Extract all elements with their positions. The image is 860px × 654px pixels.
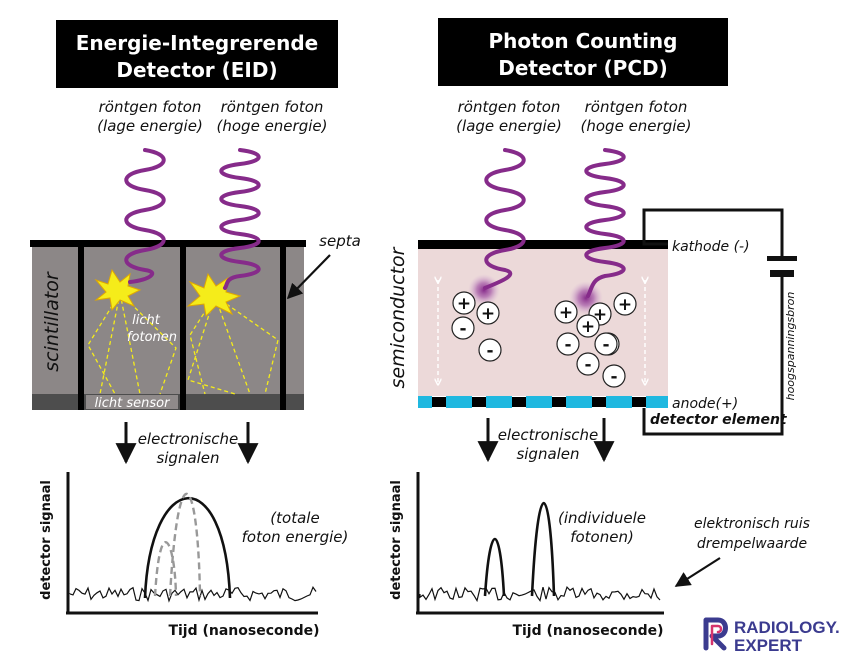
circuit-wire-bottom (642, 276, 784, 436)
negative-charge: - (459, 319, 466, 339)
septum (180, 244, 186, 410)
pcd-signals-label-line1: electronische (498, 426, 599, 444)
charge-carrier (451, 316, 475, 340)
eid-title-line1: Energie-Integrerende (76, 31, 318, 55)
charge-carrier (576, 352, 600, 376)
pcd-signals-label-line2: signalen (516, 445, 579, 463)
logo-r-icon (703, 617, 728, 651)
eid-note-line2: foton energie) (242, 528, 349, 546)
pcd-graph-x-label: Tijd (nanoseconde) (512, 623, 663, 639)
positive-charge: + (481, 304, 495, 324)
xray-photon-high-wave (219, 148, 261, 290)
eid-panel: Energie-Integrerende Detector (EID) rönt… (30, 20, 361, 639)
charge-carrier (452, 291, 476, 315)
septa-pointer-arrow (286, 254, 331, 300)
scintillator-block (32, 244, 304, 410)
positive-charge: + (559, 303, 573, 323)
positive-charge: + (581, 317, 595, 337)
septum (280, 244, 286, 410)
pcd-title-box (438, 18, 728, 86)
logo-line2: EXPERT (734, 636, 803, 654)
logo-r-accent-icon (710, 624, 723, 646)
pcd-panel: Photon Counting Detector (PCD) röntgen f… (387, 18, 810, 639)
pcd-photon-high-label-line2: (hoge energie) (581, 117, 692, 135)
eid-total-energy-curve (143, 497, 232, 599)
charge-carrier (594, 332, 618, 356)
noise-threshold-arrow (674, 557, 721, 587)
pcd-photon-low-label-line2: (lage energie) (456, 117, 562, 135)
eid-photon-low-label-line2: (lage energie) (97, 117, 203, 135)
noise-threshold-label-line2: drempelwaarde (697, 536, 807, 552)
anode-detector-elements (418, 396, 668, 408)
eid-signals-label-line1: electronische (138, 430, 239, 448)
pcd-xray-photon-low-wave (483, 148, 526, 290)
battery-plate-short (770, 270, 794, 277)
septa-label: septa (319, 232, 361, 250)
eid-note-line1: (totale (270, 509, 319, 527)
eid-photon-high-label-line2: (hoge energie) (217, 117, 328, 135)
pcd-low-photon-pulse (483, 538, 506, 597)
charge-carriers-low: ++-- (451, 291, 502, 362)
light-flash-low (94, 268, 142, 312)
light-photons-label-line1: licht (132, 313, 161, 328)
negative-charge: - (564, 335, 571, 355)
noise-threshold-label-line1: elektronisch ruis (694, 516, 810, 532)
eid-title-box (56, 20, 338, 88)
detector-element-label: detector element (650, 412, 788, 428)
voltage-source-label: hoogspanningsbron (784, 292, 797, 401)
pcd-note-line2: fotonen) (570, 528, 634, 546)
charge-carrier (613, 292, 637, 316)
eid-high-photon-dashed-curve (168, 492, 202, 597)
scintillator-label: scintillator (41, 271, 63, 372)
photon-absorption-glow-low (468, 274, 500, 306)
charge-carriers-high: ++++----- (554, 292, 637, 388)
eid-graph-y-label: detector signaal (39, 480, 54, 600)
cathode-bar (418, 240, 668, 249)
semiconductor-label: semiconductor (387, 246, 409, 388)
pcd-title-line1: Photon Counting (488, 29, 677, 53)
eid-top-septum (30, 240, 306, 247)
eid-photon-high-label-line1: röntgen foton (221, 98, 324, 116)
battery-plate-long (767, 256, 797, 261)
light-sensor-label: licht sensor (95, 396, 172, 411)
light-photons-label-line2: fotonen (127, 330, 177, 345)
septum (78, 244, 84, 410)
negative-charge: - (584, 355, 591, 375)
radiology-expert-logo: RADIOLOGY. EXPERT (703, 617, 840, 654)
eid-title-line2: Detector (EID) (116, 58, 277, 82)
eid-low-photon-dashed-curve (153, 541, 178, 597)
pcd-graph-y-label: detector signaal (389, 480, 404, 600)
positive-charge: + (618, 295, 632, 315)
pcd-photon-low-label-line1: röntgen foton (458, 98, 561, 116)
eid-photon-low-label-line1: röntgen foton (99, 98, 202, 116)
anode-label: anode(+) (672, 396, 738, 412)
eid-noise-line (69, 586, 317, 603)
circuit-wire-top (642, 208, 784, 258)
negative-charge: - (486, 341, 493, 361)
charge-carrier (476, 301, 500, 325)
positive-charge: + (457, 294, 471, 314)
logo-line1: RADIOLOGY. (734, 618, 840, 637)
charge-carrier (556, 332, 580, 356)
charge-carrier (554, 300, 578, 324)
pcd-xray-photon-high-wave (584, 148, 626, 298)
pcd-note-line1: (individuele (558, 509, 646, 527)
light-sensor-label-bg (86, 395, 178, 409)
pcd-noise-line (419, 585, 661, 603)
negative-charge: - (602, 335, 609, 355)
cathode-label: kathode (-) (672, 239, 750, 255)
pcd-photon-high-label-line1: röntgen foton (585, 98, 688, 116)
charge-carrier (576, 314, 600, 338)
xray-photon-low-wave (124, 148, 166, 284)
charge-carrier (602, 364, 626, 388)
negative-charge: - (610, 367, 617, 387)
pcd-title-line2: Detector (PCD) (498, 56, 668, 80)
charge-carrier (478, 338, 502, 362)
eid-signals-label-line2: signalen (156, 449, 219, 467)
pcd-high-photon-pulse (530, 502, 556, 597)
eid-graph-x-label: Tijd (nanoseconde) (168, 623, 319, 639)
